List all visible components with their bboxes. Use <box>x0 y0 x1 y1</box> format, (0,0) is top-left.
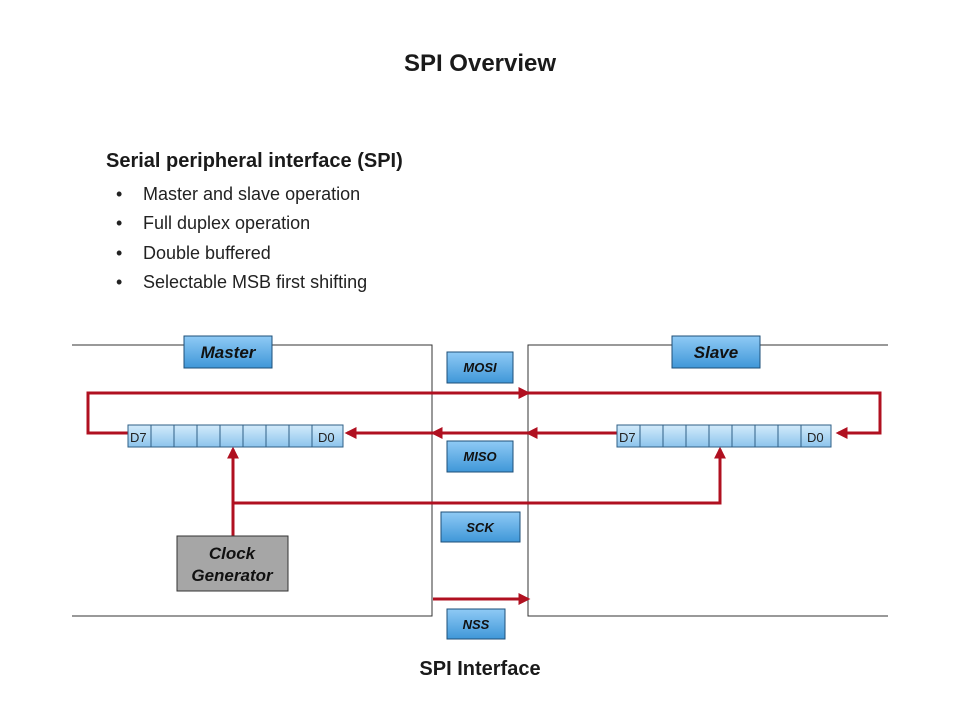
clock-generator-box: Clock Generator <box>176 535 289 592</box>
slave-label-box: Slave <box>671 335 761 369</box>
register-cell <box>265 424 290 448</box>
bullet-icon: • <box>116 242 123 263</box>
clock-generator-line1: Clock <box>209 544 257 563</box>
master-register: D7 D0 <box>127 424 344 448</box>
bullet-item: • Selectable MSB first shifting <box>116 271 367 300</box>
register-cell <box>777 424 802 448</box>
register-cell <box>311 424 344 448</box>
bullet-text: Selectable MSB first shifting <box>143 271 368 292</box>
slave-register-lsb: D0 <box>807 430 824 445</box>
diagram-caption: SPI Interface <box>419 658 541 680</box>
master-label-box: Master <box>183 335 273 369</box>
bullet-item: • Full duplex operation <box>116 212 367 241</box>
register-cell <box>708 424 733 448</box>
bullet-list: • Master and slave operation • Full duplex… <box>116 183 367 300</box>
bullet-icon: • <box>116 271 123 292</box>
bullet-item: • Double buffered <box>116 242 367 271</box>
master-register-msb: D7 <box>130 430 147 445</box>
section-heading: Serial peripheral interface (SPI) <box>106 150 403 172</box>
nss-label-box: NSS <box>446 608 506 640</box>
register-cell <box>173 424 198 448</box>
register-cell <box>196 424 221 448</box>
master-label: Master <box>201 343 257 362</box>
nss-label: NSS <box>463 617 490 632</box>
slave-label: Slave <box>694 343 738 362</box>
slide-title: SPI Overview <box>403 50 557 77</box>
mosi-label-box: MOSI <box>446 351 514 384</box>
clock-generator-line2: Generator <box>191 566 274 585</box>
mosi-wire <box>86 387 531 435</box>
register-cell <box>754 424 779 448</box>
bullet-text: Double buffered <box>143 242 271 263</box>
register-cell <box>685 424 710 448</box>
sck-label-box: SCK <box>440 511 521 543</box>
miso-label-box: MISO <box>446 440 514 473</box>
register-cell <box>242 424 267 448</box>
slave-register-msb: D7 <box>619 430 636 445</box>
miso-label: MISO <box>463 449 496 464</box>
slave-register: D7 D0 <box>616 424 832 448</box>
slave-boundary <box>527 344 888 617</box>
master-register-lsb: D0 <box>318 430 335 445</box>
mosi-label: MOSI <box>463 360 497 375</box>
register-cell <box>662 424 687 448</box>
bullet-text: Full duplex operation <box>143 213 311 234</box>
register-cell <box>288 424 313 448</box>
register-cell <box>731 424 756 448</box>
register-cell <box>639 424 664 448</box>
sck-label: SCK <box>466 520 495 535</box>
wires <box>86 387 882 605</box>
bullet-icon: • <box>116 184 123 204</box>
mosi-wire-slave <box>528 391 882 439</box>
register-cell <box>150 424 175 448</box>
register-cell <box>800 424 832 448</box>
bullet-text: Master and slave operation <box>143 184 361 204</box>
bullet-item: • Master and slave operation <box>116 183 367 212</box>
sck-wire <box>233 446 726 505</box>
register-cell <box>219 424 244 448</box>
bullet-icon: • <box>116 213 123 234</box>
